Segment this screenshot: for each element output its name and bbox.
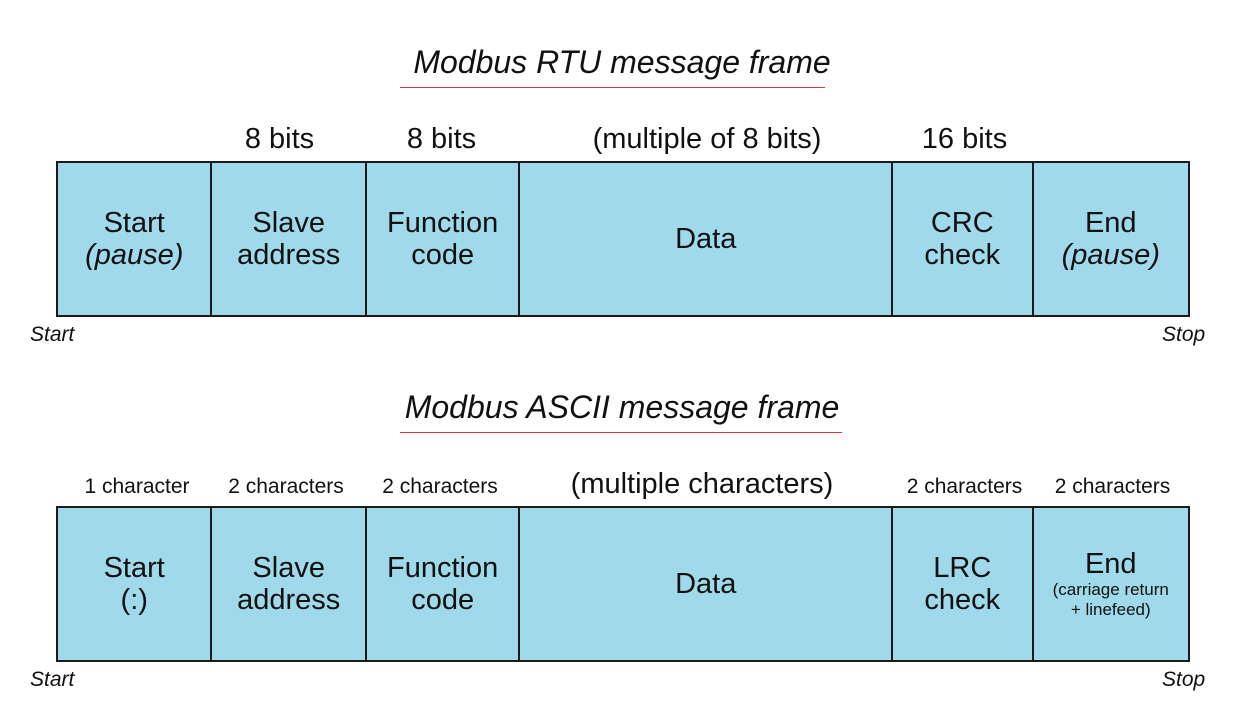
ascii-size-lrc: 2 characters [906,475,1023,498]
rtu-field-crc-check-line1: CRC [930,207,994,239]
rtu-field-data: Data [520,163,894,315]
ascii-field-lrc-check-line1: LRC [933,552,992,584]
ascii-field-end-sub2: + linefeed) [1070,600,1151,619]
ascii-field-end-label: End [1084,548,1137,580]
rtu-stop-marker: Stop [1162,323,1206,346]
rtu-start-marker: Start [30,323,75,346]
ascii-field-data-label: Data [675,568,737,600]
ascii-field-lrc-check: LRC check [893,508,1034,660]
rtu-field-end-note: (pause) [1061,239,1160,271]
rtu-field-end: End (pause) [1034,163,1188,315]
rtu-field-function-code-line1: Function [387,207,499,239]
rtu-field-start-label: Start [103,207,165,239]
rtu-field-data-label: Data [675,223,737,255]
ascii-field-function-code-line1: Function [387,552,499,584]
ascii-field-lrc-check-line2: check [924,584,1001,616]
ascii-frame: Start (:) Slave address Function code Da… [56,506,1190,662]
rtu-size-slave-address: 8 bits [244,123,315,155]
rtu-frame: Start (pause) Slave address Function cod… [56,161,1190,317]
ascii-size-data: (multiple characters) [570,468,834,500]
rtu-field-slave-address-line2: address [237,239,341,271]
rtu-title-underline [400,87,825,88]
rtu-size-function-code: 8 bits [406,123,477,155]
rtu-field-start-note: (pause) [85,239,184,271]
ascii-size-start: 1 character [84,475,190,498]
ascii-stop-marker: Stop [1162,668,1206,691]
ascii-field-end: End (carriage return + linefeed) [1034,508,1188,660]
ascii-field-function-code-line2: code [411,584,475,616]
ascii-field-start: Start (:) [58,508,213,660]
rtu-field-end-label: End [1084,207,1137,239]
ascii-size-slave-address: 2 characters [228,475,344,498]
ascii-start-marker: Start [30,668,75,691]
ascii-field-function-code: Function code [367,508,521,660]
rtu-field-start: Start (pause) [58,163,213,315]
ascii-field-slave-address: Slave address [212,508,367,660]
ascii-field-slave-address-line1: Slave [252,552,325,584]
ascii-title-underline [400,432,842,433]
ascii-field-start-line2: (:) [120,584,148,616]
ascii-field-slave-address-line2: address [237,584,341,616]
rtu-size-data: (multiple of 8 bits) [592,123,822,155]
rtu-field-slave-address: Slave address [212,163,367,315]
rtu-frame-title: Modbus RTU message frame [413,44,831,80]
rtu-field-crc-check: CRC check [893,163,1034,315]
rtu-size-crc: 16 bits [921,123,1008,155]
ascii-field-end-sub1: (carriage return [1052,580,1169,599]
ascii-size-end: 2 characters [1054,475,1171,498]
rtu-field-function-code-line2: code [411,239,475,271]
ascii-frame-title: Modbus ASCII message frame [404,389,840,425]
ascii-size-function-code: 2 characters [382,475,498,498]
ascii-field-data: Data [520,508,894,660]
rtu-field-slave-address-line1: Slave [252,207,325,239]
ascii-field-start-line1: Start [103,552,165,584]
rtu-field-function-code: Function code [367,163,521,315]
rtu-field-crc-check-line2: check [924,239,1001,271]
